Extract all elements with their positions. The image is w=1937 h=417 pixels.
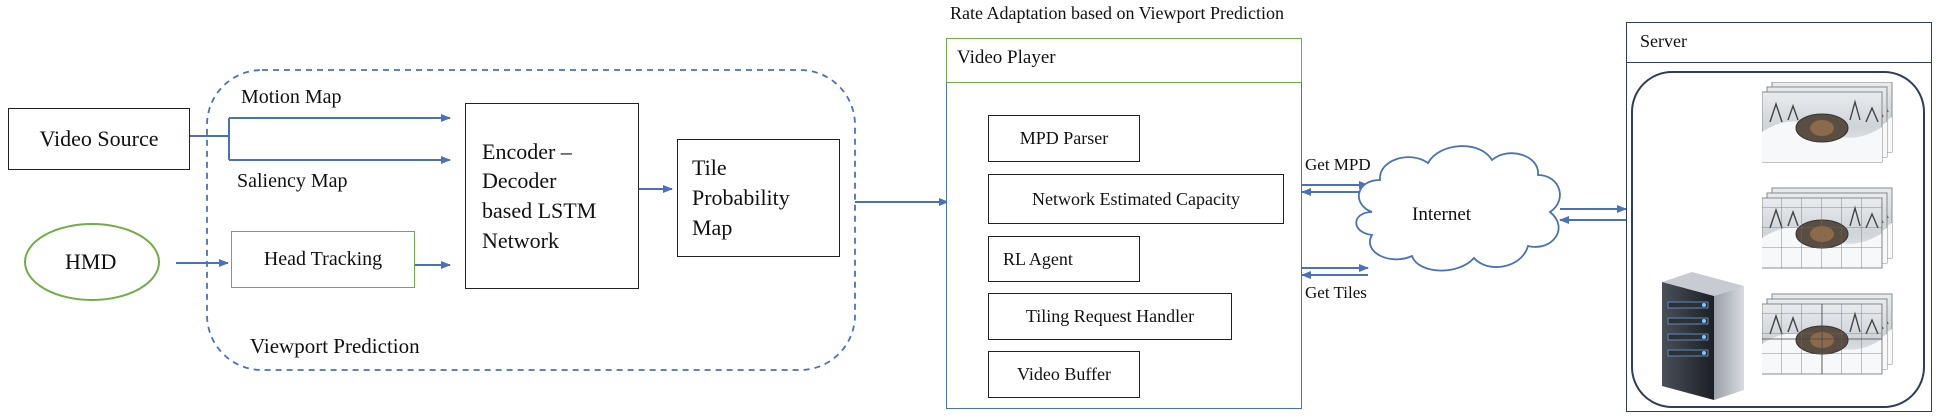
frame-stack-2 <box>1762 187 1893 269</box>
mpd-parser-label: MPD Parser <box>1019 128 1109 148</box>
viewport-prediction-container <box>206 69 856 371</box>
encoder-line-1: Encoder – <box>482 138 572 164</box>
server-tower-icon <box>1662 272 1744 400</box>
network-capacity-label: Network Estimated Capacity <box>1032 188 1240 209</box>
video-frame-stacks <box>1762 82 1893 375</box>
get-mpd-label: Get MPD <box>1305 155 1371 174</box>
rl-agent-box: RL Agent <box>988 236 1140 282</box>
network-capacity-box: Network Estimated Capacity <box>988 174 1284 224</box>
hmd-label: HMD <box>65 249 117 274</box>
tile-line-3: Map <box>692 214 733 240</box>
rl-agent-label: RL Agent <box>1003 248 1073 269</box>
server-frame <box>1626 22 1932 412</box>
figure-title: Rate Adaptation based on Viewport Predic… <box>950 3 1285 23</box>
video-buffer-label: Video Buffer <box>1016 364 1112 384</box>
head-tracking-box: Head Tracking <box>231 231 415 288</box>
internet-label: Internet <box>1412 204 1472 225</box>
video-buffer-box: Video Buffer <box>988 351 1140 398</box>
saliency-map-label: Saliency Map <box>237 170 348 192</box>
server-title-divider <box>1626 62 1932 63</box>
video-player-header: Video Player <box>946 38 1302 82</box>
tiling-request-handler-label: Tiling Request Handler <box>1025 306 1195 326</box>
tile-line-2: Probability <box>692 185 790 211</box>
video-player-title: Video Player <box>957 47 1056 68</box>
frame-stack-1 <box>1762 82 1893 163</box>
encoder-decoder-box: Encoder – Decoder based LSTM Network <box>465 103 639 289</box>
tile-probability-map-box: Tile Probability Map <box>677 139 840 257</box>
tile-line-1: Tile <box>692 155 727 181</box>
encoder-line-2: Decoder <box>482 168 557 194</box>
head-tracking-label: Head Tracking <box>263 248 383 270</box>
server-title: Server <box>1640 31 1687 51</box>
tiling-request-handler-box: Tiling Request Handler <box>988 293 1232 340</box>
hmd-ellipse <box>24 223 160 301</box>
video-source-box: Video Source <box>8 108 190 170</box>
encoder-line-3: based LSTM <box>482 198 597 223</box>
get-tiles-label: Get Tiles <box>1305 283 1367 302</box>
arrow-source-branch <box>190 118 230 160</box>
motion-map-label: Motion Map <box>241 86 342 108</box>
video-source-label: Video Source <box>39 126 159 151</box>
frame-stack-3 <box>1762 293 1893 375</box>
mpd-parser-box: MPD Parser <box>988 115 1140 162</box>
encoder-line-4: Network <box>482 227 559 253</box>
internet-cloud <box>1355 145 1561 272</box>
viewport-prediction-label: Viewport Prediction <box>250 334 420 358</box>
